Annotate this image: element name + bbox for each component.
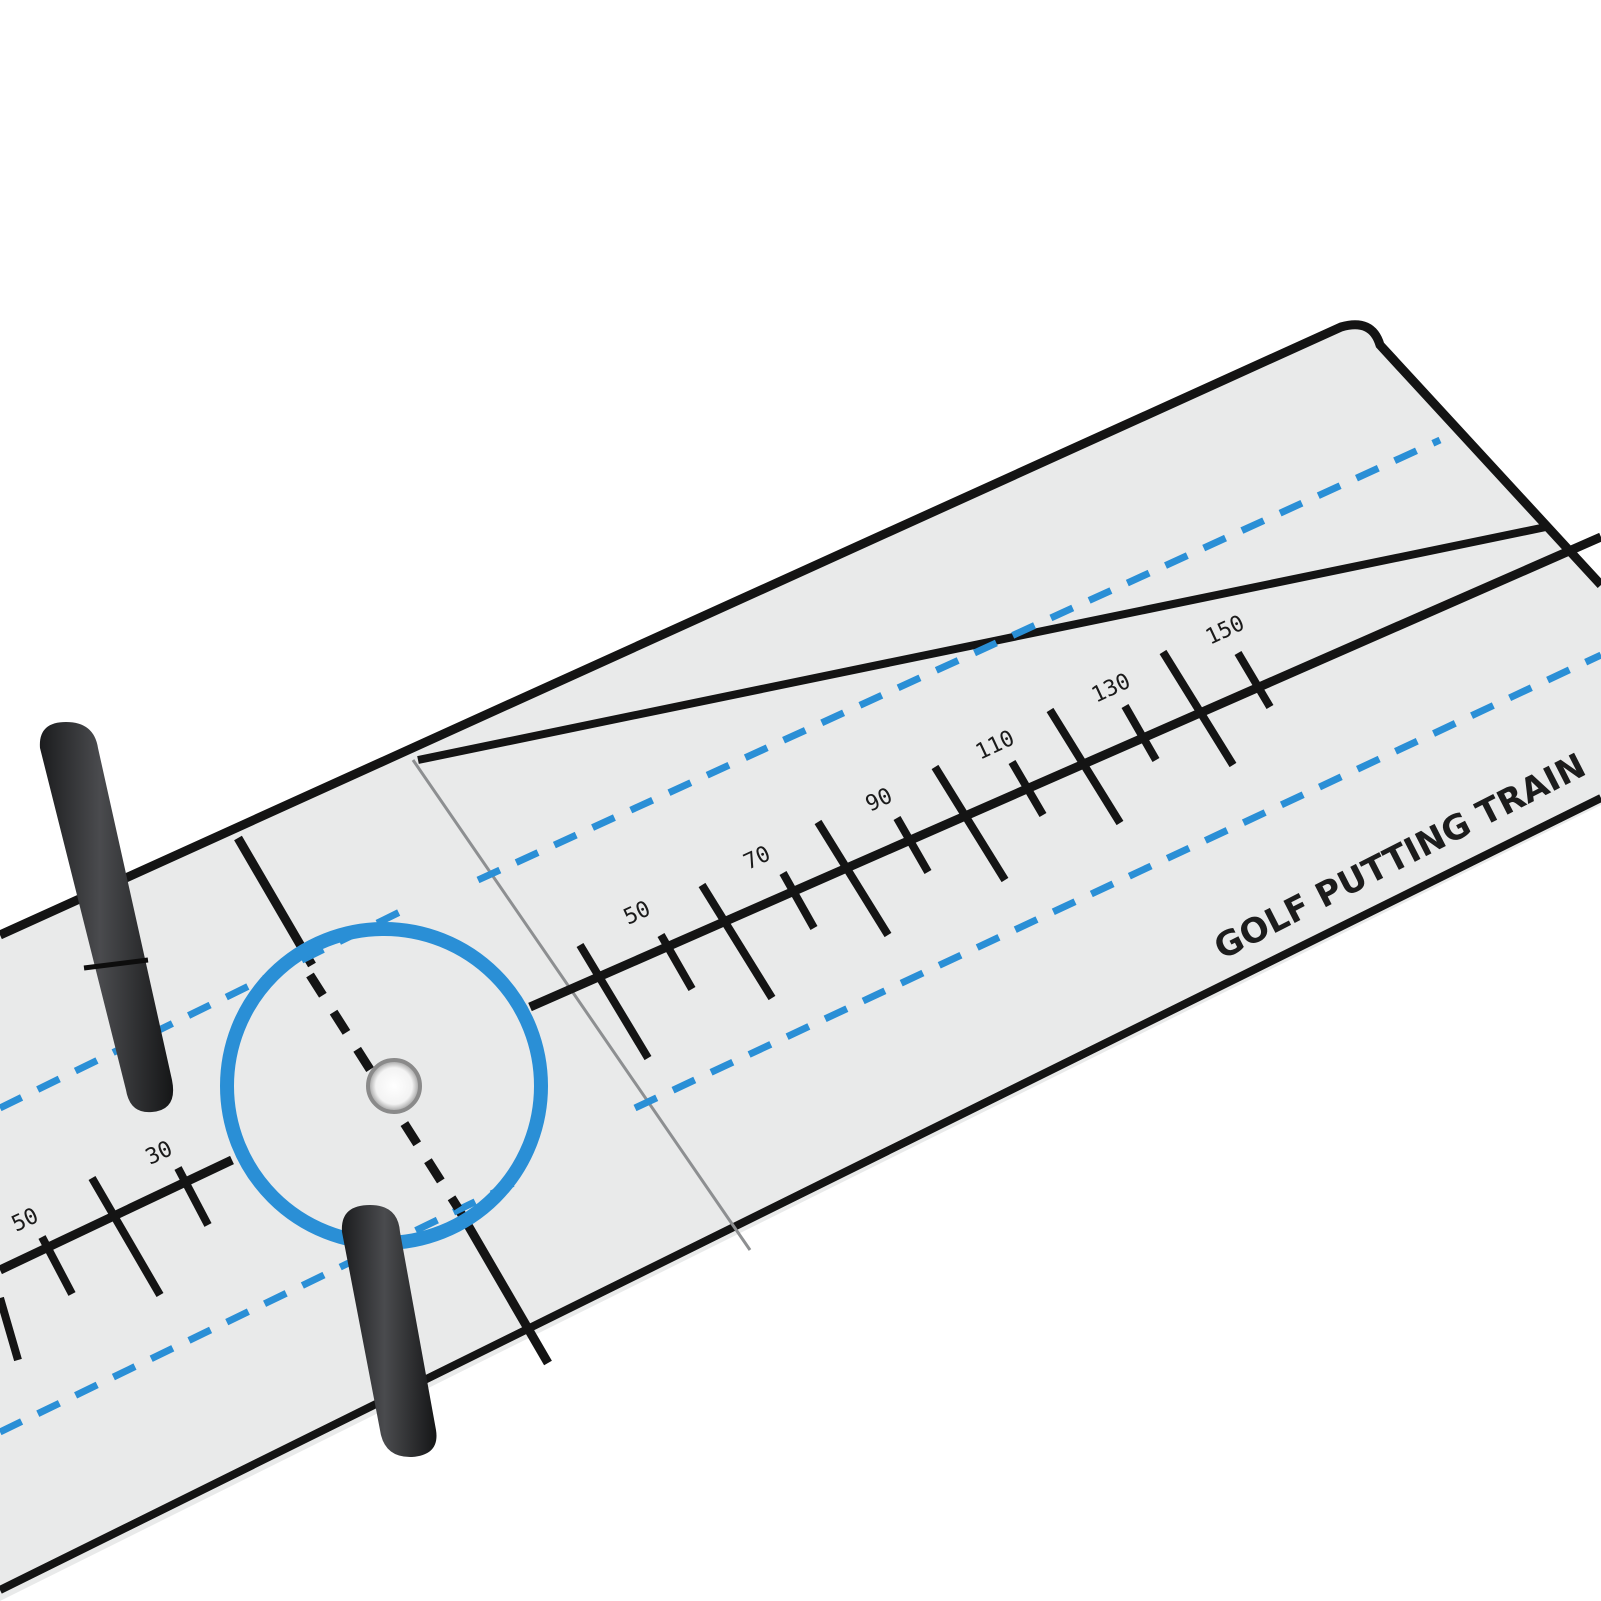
tick-short — [174, 1166, 212, 1227]
section-dividers — [234, 835, 552, 1366]
dash-upper-right — [476, 436, 1442, 884]
tick-short — [38, 1235, 76, 1296]
dash-lower-left — [0, 1176, 522, 1436]
divider-left-lower — [454, 1205, 552, 1366]
tick-short — [779, 871, 818, 930]
center-line-right — [528, 532, 1601, 1012]
divider-left-upper — [234, 835, 316, 968]
mat-surface — [0, 324, 1601, 1601]
tick-long — [0, 1296, 22, 1362]
tick-short — [1008, 759, 1047, 818]
right-scale-ticks — [576, 649, 1274, 1061]
tick-short — [657, 933, 696, 991]
tick-long — [814, 819, 892, 938]
peg-upper — [39, 722, 174, 1113]
tick-short — [1234, 650, 1274, 710]
panel-top-edge — [417, 523, 1547, 764]
panel-seam-line — [411, 759, 752, 1251]
tick-long — [698, 882, 776, 1001]
tick-long — [88, 1175, 164, 1298]
left-scale-ticks — [0, 1166, 212, 1362]
panel-seam — [411, 523, 1547, 1251]
hole-icon — [366, 1058, 422, 1114]
tick-short — [1121, 704, 1160, 762]
tick-long — [931, 764, 1009, 883]
tick-long — [576, 942, 652, 1061]
mat-outer-border — [0, 320, 1601, 940]
tick-short — [893, 816, 932, 874]
peg-upper-seam — [83, 957, 149, 971]
dash-lower-right — [633, 651, 1601, 1112]
tick-long — [1159, 649, 1237, 768]
peg-lower — [341, 1205, 437, 1458]
mat-inner-border — [0, 794, 1601, 1594]
tick-long — [1046, 707, 1124, 826]
peg-icon — [39, 722, 437, 1458]
putting-mat — [0, 320, 1601, 1601]
